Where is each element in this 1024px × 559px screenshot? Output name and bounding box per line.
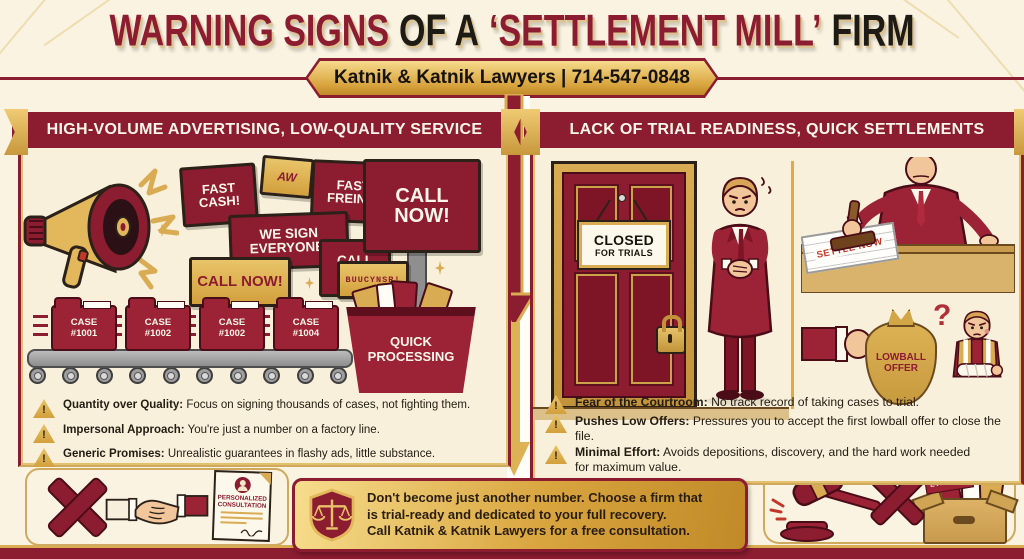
closed-for-trials-sign: CLOSED FOR TRIALS: [577, 220, 671, 270]
warning-icon: !: [33, 424, 55, 443]
bullet-generic-promises: ! Generic Promises: Unrealistic guarante…: [33, 448, 435, 467]
warning-icon: !: [33, 399, 55, 418]
case-folder: CASE #1002: [199, 297, 265, 351]
conveyor-belt: [27, 349, 353, 368]
firm-badge: Katnik & Katnik Lawyers | 714-547-0848: [305, 58, 719, 98]
panel-trial-readiness-header: LACK OF TRIAL READINESS, QUICK SETTLEMEN…: [524, 112, 1024, 148]
billboard-call-now-big: CALL NOW!: [363, 159, 481, 253]
title-part: WARNING SIGNS: [109, 6, 390, 57]
evidence-box: EVIDENCE: [911, 470, 1019, 544]
bullet-minimal-effort: ! Minimal Effort: Avoids depositions, di…: [545, 445, 983, 474]
sign-nail: [618, 194, 626, 202]
case-folder: CASE #1004: [273, 297, 339, 351]
bullet-fear-of-courtroom: ! Fear of the Courtroom: No track record…: [545, 395, 919, 414]
warning-icon: !: [545, 445, 567, 464]
trial-ready-box: EVIDENCE: [763, 467, 1019, 544]
billboard-logo: AW: [259, 154, 315, 200]
panel-advertising: HIGH-VOLUME ADVERTISING, LOW-QUALITY SER…: [12, 112, 517, 467]
panel-advertising-header: HIGH-VOLUME ADVERTISING, LOW-QUALITY SER…: [12, 112, 517, 148]
sparkle: [435, 261, 445, 275]
bullet-impersonal-approach: ! Impersonal Approach: You're just a num…: [33, 424, 380, 443]
lowball-offer-scene: LOWBALL OFFER ?: [801, 303, 1015, 405]
door-panel: [574, 272, 619, 386]
signature-squiggle: [240, 529, 263, 537]
case-folder: CASE #1002: [125, 297, 191, 351]
conveyor-rollers: [29, 367, 347, 384]
title-part: FIRM: [831, 6, 915, 57]
baseboard: [533, 407, 789, 420]
title-part: ‘SETTLEMENT MILL’: [489, 6, 822, 57]
rejected-handshake-box: PERSONALIZED CONSULTATION: [25, 468, 289, 546]
offer-arm-sleeve: [801, 327, 839, 361]
warning-icon: !: [545, 414, 567, 433]
footer-bar: [0, 548, 1024, 559]
scene-divider: [791, 161, 794, 409]
handshake-icon: [105, 494, 209, 525]
card-rule: [220, 511, 263, 516]
warning-icon: !: [33, 448, 55, 467]
courtroom-door: CLOSED FOR TRIALS: [551, 161, 697, 409]
sparkle: [157, 223, 167, 237]
cta-banner: Don't become just another number. Choose…: [292, 478, 748, 552]
stamp-arm: [829, 194, 898, 252]
cta-text: Don't become just another number. Choose…: [367, 489, 703, 539]
firm-badge-label: Katnik & Katnik Lawyers | 714-547-0848: [308, 61, 716, 95]
question-mark: ?: [933, 303, 952, 332]
card-rule: [220, 521, 247, 525]
nervous-lawyer-figure: [706, 176, 774, 406]
padlock-icon: [656, 315, 686, 354]
bullet-quantity-over-quality: ! Quantity over Quality: Focus on signin…: [33, 399, 470, 418]
megaphone-icon: [23, 168, 179, 290]
warning-icon: !: [545, 395, 567, 414]
sparkle: [305, 277, 314, 289]
case-folder: CASE #1001: [51, 297, 117, 351]
avatar-icon: [234, 476, 252, 494]
injured-worker-figure: [952, 310, 1004, 378]
card-rule: [220, 516, 263, 521]
speed-lines: [33, 315, 48, 337]
bullet-pushes-low-offers: ! Pushes Low Offers: Pressures you to ac…: [545, 414, 1011, 443]
title-part: OF A: [399, 6, 479, 57]
quick-processing-bin: QUICK PROCESSING: [346, 307, 476, 393]
shield-scales-icon: [309, 488, 355, 542]
lowball-offer-money-bag: LOWBALL OFFER: [865, 321, 937, 405]
personalized-consultation-card: PERSONALIZED CONSULTATION: [211, 470, 273, 542]
settle-now-stamp-scene: SETTLE NOW: [801, 157, 1015, 293]
red-x-icon: [45, 473, 111, 539]
panel-trial-readiness: LACK OF TRIAL READINESS, QUICK SETTLEMEN…: [524, 112, 1024, 485]
